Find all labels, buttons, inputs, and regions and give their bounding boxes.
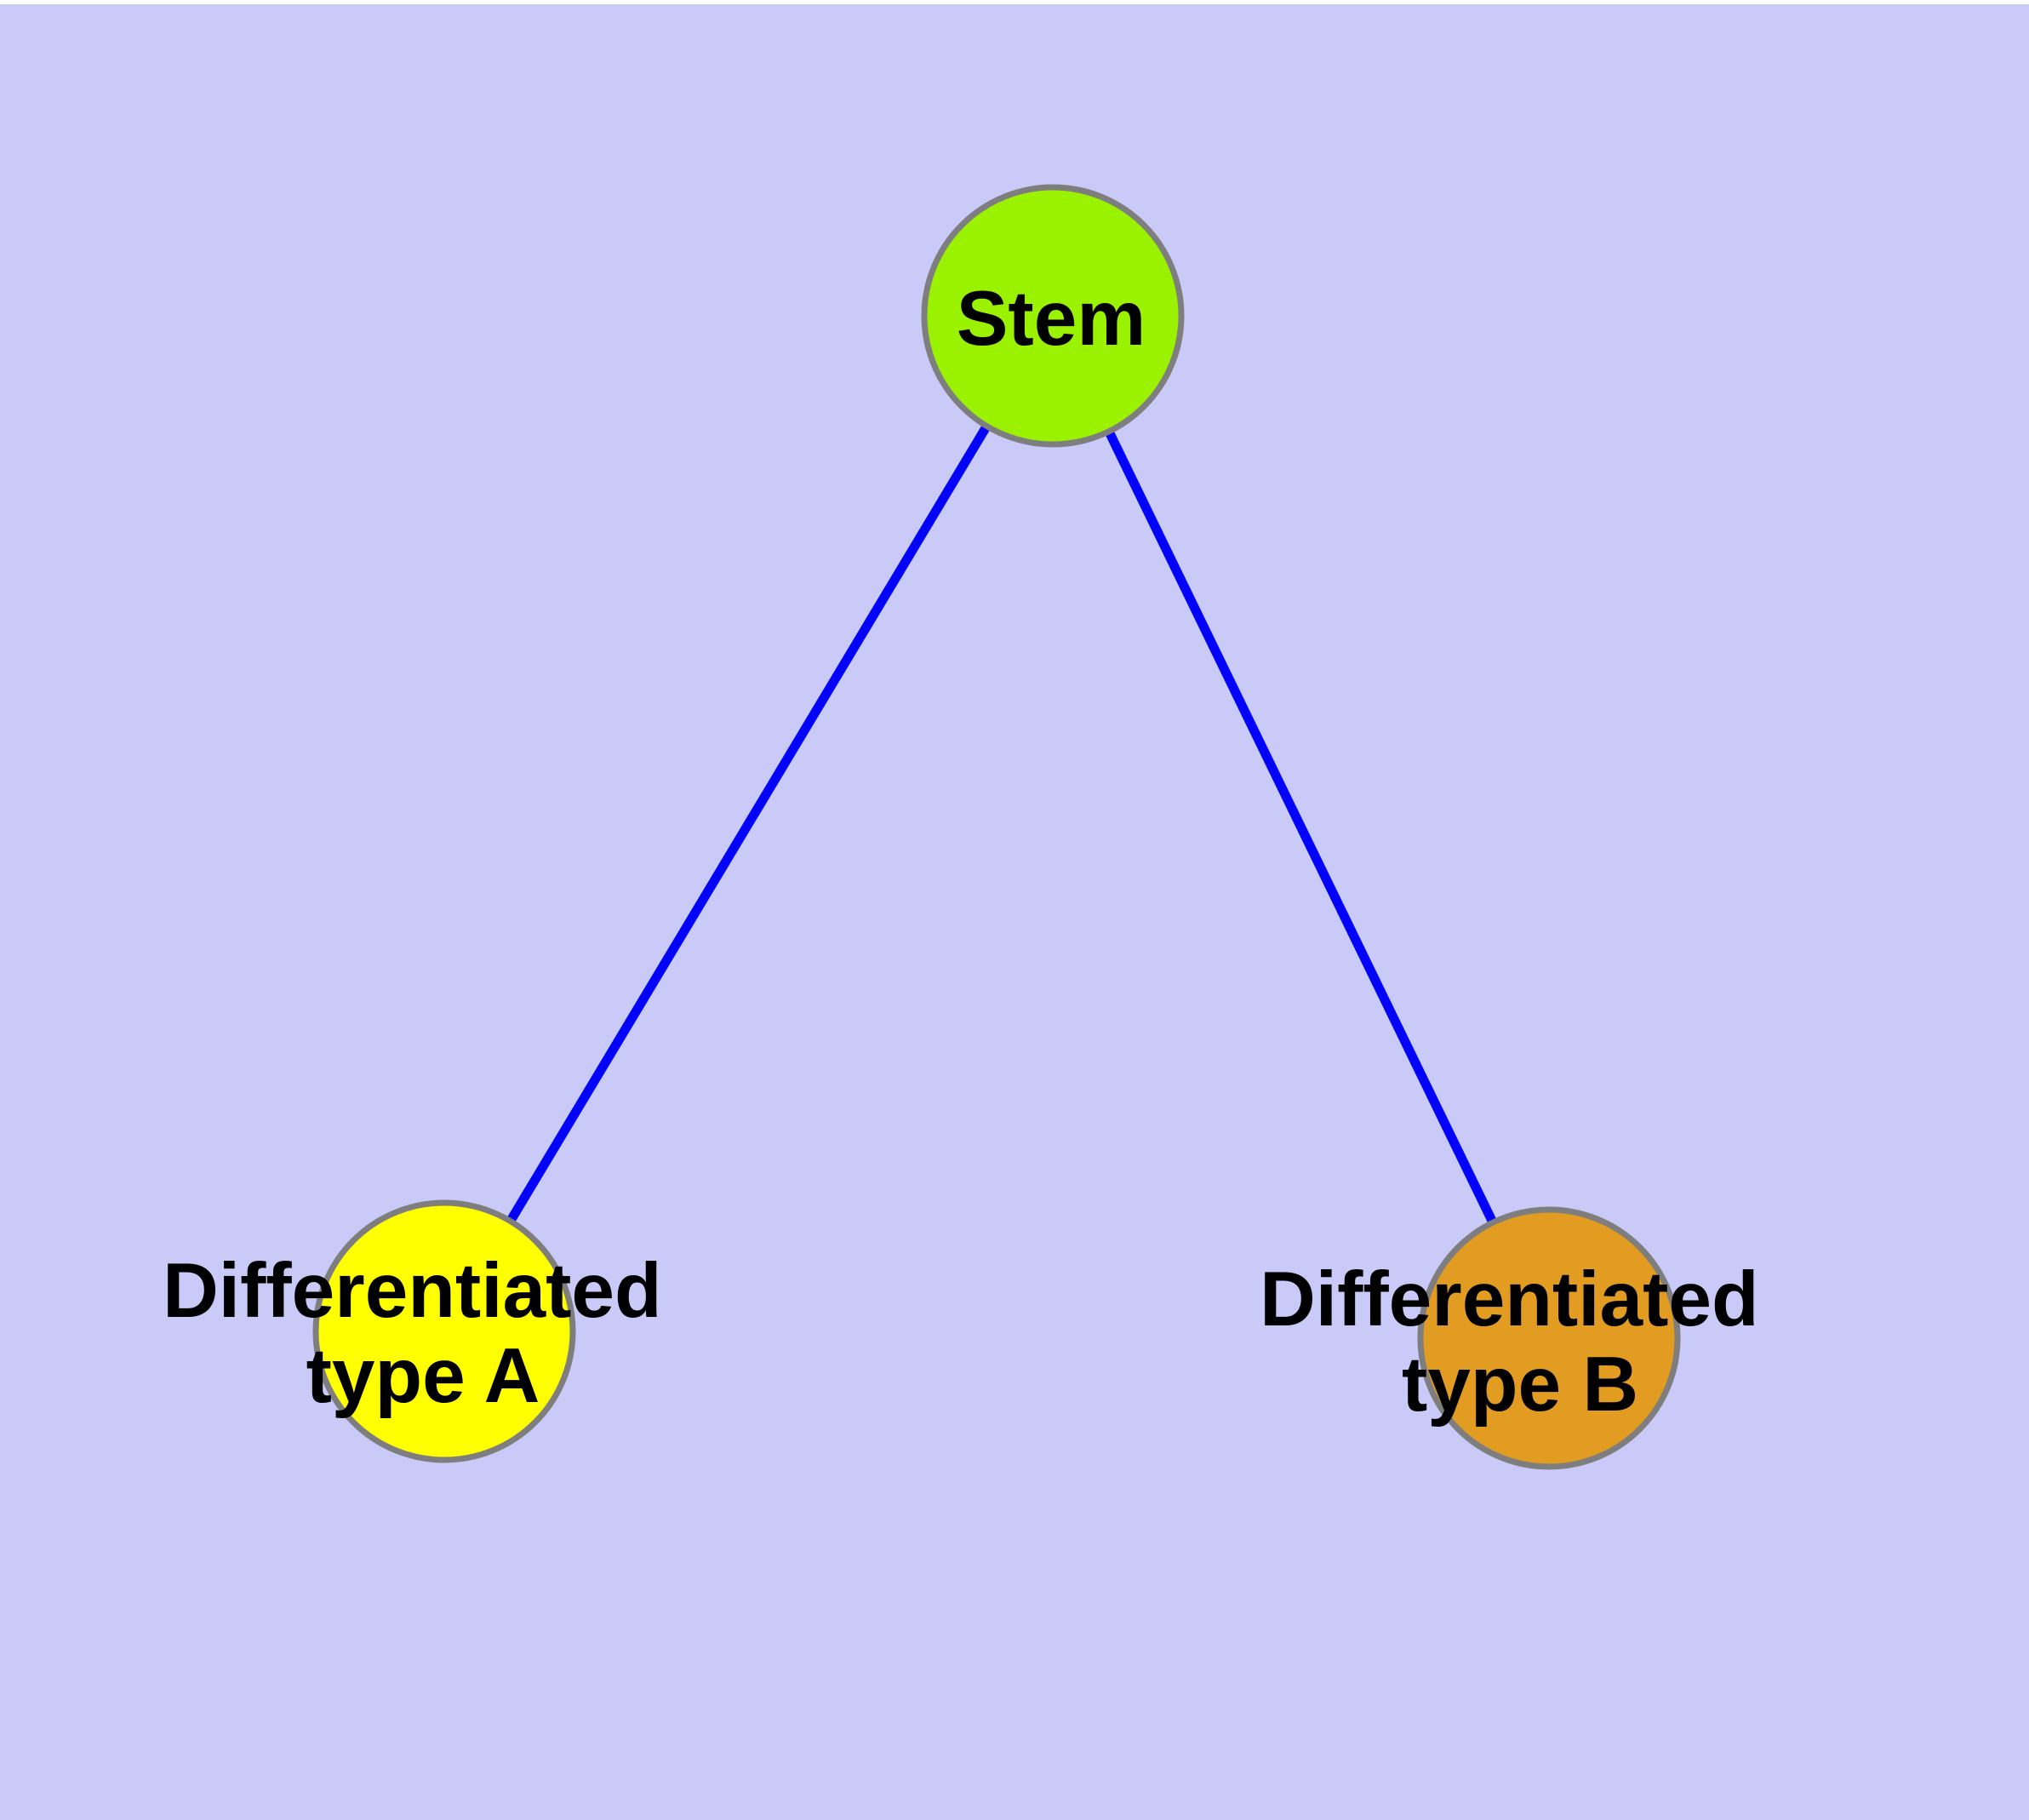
node-type-a-label-line-1: Differentiated — [163, 1248, 662, 1334]
node-type-b-label-line-1: Differentiated — [1260, 1256, 1759, 1342]
node-group — [312, 184, 1681, 1470]
edge-stem-to-type-b — [1049, 313, 1553, 1341]
node-type-b-label-line-2: type B — [1402, 1342, 1638, 1428]
node-stem — [921, 184, 1185, 448]
top-margin-strip — [0, 0, 2029, 4]
node-stem-label: Stem — [957, 276, 1146, 362]
label-group: Stem Differentiated type A Differentiate… — [163, 276, 1780, 1428]
node-differentiated-type-b — [1417, 1206, 1681, 1470]
edge-group — [440, 313, 1553, 1341]
node-differentiated-type-a — [312, 1199, 576, 1463]
node-type-a-label: Differentiated type A — [163, 1248, 683, 1419]
edge-stem-to-type-a — [440, 313, 1057, 1334]
node-type-a-label-line-2: type A — [306, 1333, 540, 1419]
node-type-b-label: Differentiated type B — [1260, 1256, 1780, 1428]
